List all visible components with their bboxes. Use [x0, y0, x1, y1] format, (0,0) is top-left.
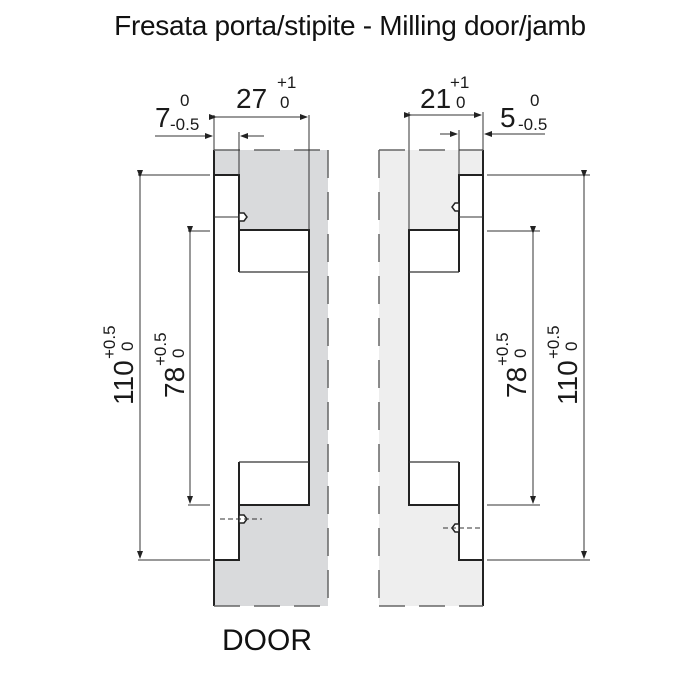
screw-icon: [238, 212, 248, 222]
svg-text:21: 21: [420, 83, 451, 114]
door-profile: [213, 149, 329, 607]
svg-text:+0.5: +0.5: [151, 332, 170, 366]
svg-text:0: 0: [530, 91, 539, 110]
svg-text:78: 78: [501, 367, 532, 398]
page-title: Fresata porta/stipite - Milling door/jam…: [114, 10, 586, 41]
door-width-dimension: 27 +1 0: [209, 73, 310, 230]
svg-text:+0.5: +0.5: [544, 325, 563, 359]
svg-text:0: 0: [180, 91, 189, 110]
svg-text:0: 0: [456, 93, 465, 112]
door-offset-dimension: 7 0 -0.5: [155, 91, 264, 175]
svg-text:7: 7: [155, 102, 171, 133]
screw-icon: [238, 514, 248, 524]
svg-text:5: 5: [500, 102, 516, 133]
svg-text:+0.5: +0.5: [100, 325, 119, 359]
screw-icon: [451, 202, 460, 212]
door-label: DOOR: [222, 624, 312, 657]
svg-text:0: 0: [280, 93, 289, 112]
svg-text:0: 0: [562, 342, 581, 351]
svg-text:0: 0: [511, 349, 530, 358]
svg-text:0: 0: [169, 349, 188, 358]
svg-text:+1: +1: [277, 73, 296, 92]
jamb-outer-height-dimension: 110 +0.5 0: [487, 170, 590, 561]
svg-text:-0.5: -0.5: [518, 115, 547, 134]
door-inner-height-dimension: 78 +0.5 0: [151, 226, 210, 506]
svg-text:110: 110: [552, 360, 583, 405]
svg-text:0: 0: [118, 342, 137, 351]
svg-text:27: 27: [236, 83, 267, 114]
jamb-profile: [378, 149, 484, 607]
svg-text:110: 110: [108, 360, 139, 405]
svg-text:-0.5: -0.5: [170, 115, 199, 134]
jamb-width-dimension: 21 +1 0: [404, 73, 484, 230]
door-outer-height-dimension: 110 +0.5 0: [100, 170, 210, 561]
jamb-offset-dimension: 5 0 -0.5: [440, 91, 547, 175]
svg-text:+1: +1: [450, 73, 469, 92]
svg-text:78: 78: [159, 367, 190, 398]
jamb-inner-height-dimension: 78 +0.5 0: [487, 226, 540, 506]
svg-text:+0.5: +0.5: [493, 332, 512, 366]
